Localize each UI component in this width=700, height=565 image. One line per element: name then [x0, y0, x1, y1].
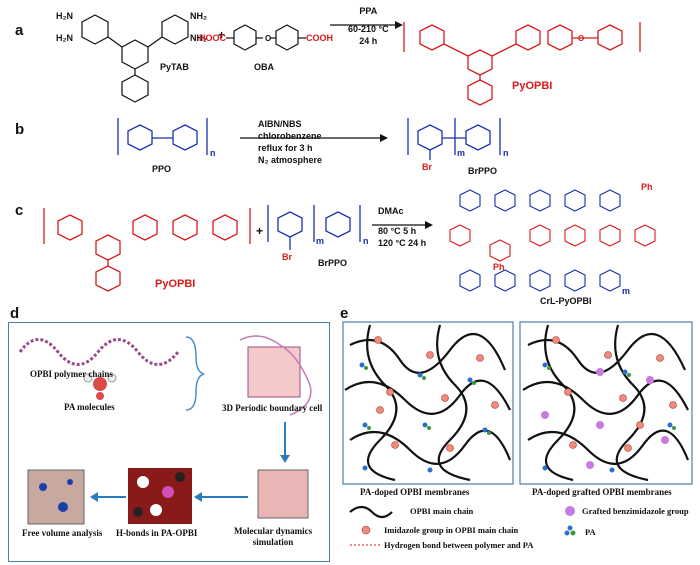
n-label-c: n [363, 236, 369, 246]
pyopbi-structure-c [43, 208, 251, 292]
periodic-cell-caption: 3D Periodic boundary cell [222, 403, 323, 413]
cond-b-1: AIBN/NBS [258, 119, 302, 129]
m-label-crl: m [622, 286, 631, 296]
m-label-b: m [457, 148, 466, 158]
panel-d-graphics [18, 335, 312, 525]
main-chain-legend-icon [349, 505, 393, 519]
brppo-label-c: BrPPO [318, 258, 348, 268]
cond-c-3: 120 °C 24 h [378, 238, 427, 248]
crl-ppo-top [459, 189, 621, 212]
amine-label-4: NH₂ [190, 33, 207, 43]
pa-doped-opbi-caption: PA-doped OPBI membranes [360, 487, 470, 497]
legend-imidazole: Imidazole group in OPBI main chain [384, 525, 519, 535]
panel-label-e: e [340, 305, 349, 322]
legend-main-chain: OPBI main chain [410, 506, 474, 516]
pytab-label: PyTAB [160, 62, 189, 72]
pa-doped-grafted-caption: PA-doped grafted OPBI membranes [532, 487, 672, 497]
amine-label-1: H₂N [56, 11, 73, 21]
conditions-b: AIBN/NBS chlorobenzene reflux for 3 h N₂… [258, 118, 322, 166]
n-label-b: n [210, 148, 216, 158]
cond-b-2: chlorobenzene [258, 131, 322, 141]
plus-c: + [256, 224, 264, 238]
pyopbi-label-a: PyOPBI [512, 80, 553, 92]
opbi-chains-caption: OPBI polymer chains [30, 369, 113, 379]
cond-b-3: reflux for 3 h [258, 143, 313, 153]
brppo-label-b: BrPPO [468, 166, 498, 176]
n-label-b2: n [503, 148, 509, 158]
cond-a-3: 24 h [359, 36, 378, 46]
br-label-c: Br [282, 252, 293, 262]
crl-pyopbi-label: CrL-PyOPBI [540, 296, 592, 306]
br-label-b: Br [422, 162, 433, 172]
amine-label-3: NH₂ [190, 11, 207, 21]
reaction-schemes: O O [43, 14, 656, 292]
pyopbi-label-c: PyOPBI [155, 278, 196, 290]
cond-a-2: 60-210 °C [348, 24, 389, 34]
svg-text:O: O [265, 34, 271, 43]
conditions-a: PPA 60-210 °C 24 h [348, 5, 389, 47]
legend-hbond: Hydrogen bond between polymer and PA [384, 540, 534, 550]
ph-label-top: Ph [641, 182, 653, 192]
hbonds-caption: H-bonds in PA-OPBI [116, 528, 198, 538]
ppo-label: PPO [152, 164, 172, 174]
plus-a: + [218, 28, 226, 42]
amine-label-2: H₂N [56, 33, 73, 43]
panel-label-d: d [10, 305, 20, 322]
cond-c-2: 80 °C 5 h [378, 226, 417, 236]
pyopbi-structure-a [403, 22, 641, 106]
cond-a-1: PPA [359, 6, 378, 16]
oba-structure [226, 24, 306, 51]
pa-molecules-caption: PA molecules [64, 402, 115, 412]
crl-ppo-bottom [459, 269, 621, 292]
free-volume-caption: Free volume analysis [22, 528, 103, 538]
pytab-structure [81, 14, 189, 103]
crl-pyopbi-middle [449, 224, 656, 262]
conditions-c: DMAc 80 °C 5 h 120 °C 24 h [378, 205, 426, 249]
cond-b-4: N₂ atmosphere [258, 155, 323, 165]
m-label-c: m [316, 236, 325, 246]
brppo-structure-c [267, 205, 361, 250]
svg-text:O: O [578, 34, 584, 43]
panel-label-c: c [15, 202, 24, 219]
legend-grafted: Grafted benzimidazole group [582, 506, 689, 516]
grafted-legend-icon [565, 506, 575, 516]
acid-left: HOOC [199, 33, 226, 43]
panel-label-a: a [15, 22, 24, 39]
brppo-structure [407, 118, 501, 160]
oba-label: OBA [254, 62, 274, 72]
md-caption: Molecular dynamics simulation [234, 526, 313, 547]
cond-c-1: DMAc [378, 206, 404, 216]
panel-label-b: b [15, 121, 25, 138]
panel-d-box [8, 322, 330, 562]
acid-right: COOH [306, 33, 333, 43]
ppo-structure [117, 118, 208, 155]
legend-pa: PA [585, 527, 596, 537]
polymer-chain-icon [18, 338, 180, 366]
ph-label-bottom: Ph [493, 262, 505, 272]
imidazole-legend-icon [361, 525, 371, 535]
